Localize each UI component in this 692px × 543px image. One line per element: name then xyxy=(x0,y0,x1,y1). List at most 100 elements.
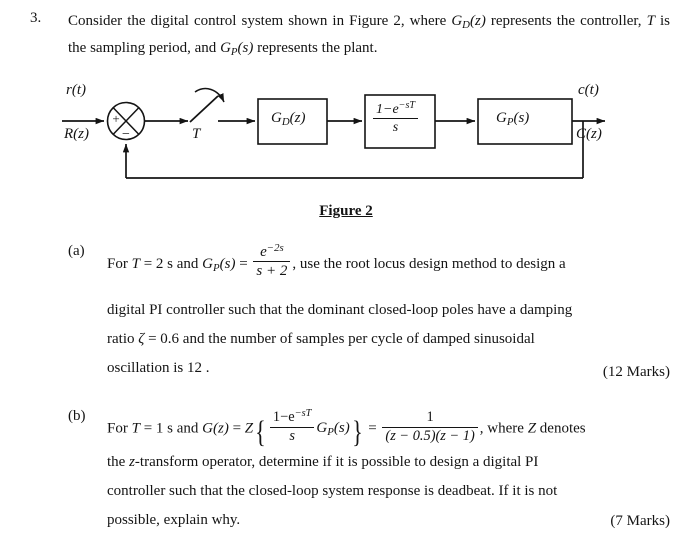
brace-close: } xyxy=(351,414,363,449)
part-b-result-numerator: 1 xyxy=(382,409,478,428)
plant-block-arg: (s) xyxy=(513,110,530,126)
controller-block-label: GD(z) xyxy=(271,110,305,128)
part-b-text-for: For xyxy=(107,420,132,437)
zoh-numerator: 1−e−sT xyxy=(373,100,418,119)
part-b-G-symbol: G(z) xyxy=(202,420,229,436)
part-b-equals-2: = xyxy=(364,420,381,437)
part-b-label: (b) xyxy=(68,408,86,424)
zoh-fraction: 1−e−sT s xyxy=(373,100,418,135)
summing-junction-circle xyxy=(106,101,146,141)
input-label-rt: r(t) xyxy=(66,82,86,98)
part-a-equals: = xyxy=(235,255,252,272)
summing-junction-x2 xyxy=(112,107,140,135)
part-b-zoh-denominator: s xyxy=(270,428,315,445)
zoh-numerator-text: 1−e xyxy=(376,101,399,117)
part-a-plant-num-e: e xyxy=(260,244,267,261)
brace-open: { xyxy=(255,414,266,449)
part-a-plant-den-text: s + 2 xyxy=(256,263,288,280)
block-diagram: + − r(t) R(z) T GD(z) 1−e−sT s GP(s) c(t… xyxy=(0,78,692,193)
part-b-the-text: the xyxy=(107,454,130,470)
part-b-gp-arg: (s) xyxy=(333,420,350,437)
part-a-plant-numerator: e−2s xyxy=(253,242,291,263)
part-b-marks: (7 Marks) xyxy=(610,513,670,529)
part-b-body: the z-transform operator, determine if i… xyxy=(107,448,670,535)
block-diagram-svg: + − xyxy=(62,87,606,179)
zoh-numerator-exponent: −sT xyxy=(398,100,415,111)
part-a-marks: (12 Marks) xyxy=(602,364,670,380)
output-label-cz: C(z) xyxy=(576,126,602,142)
plant-block-label: GP(s) xyxy=(496,110,529,128)
part-b-zoh-num-exponent: −sT xyxy=(294,408,312,419)
part-a-gp-letter: G xyxy=(202,255,213,272)
part-b-result-fraction: 1(z − 0.5)(z − 1) xyxy=(382,409,478,445)
stem-gd-symbol: GD(z) xyxy=(451,13,486,32)
part-b-body-line-2: controller such that the closed-loop sys… xyxy=(107,483,558,499)
part-a-T-value: = 2 s xyxy=(139,255,173,272)
part-b-result-denominator: (z − 0.5)(z − 1) xyxy=(382,428,477,445)
part-a-zeta-value: = 0.6 xyxy=(144,331,180,347)
part-a-body-line-1: digital PI controller such that the domi… xyxy=(107,302,573,318)
part-b-zoh-den-text: s xyxy=(289,427,295,444)
part-b-gp-letter: G xyxy=(316,420,328,437)
part-b-text-denotes: denotes xyxy=(536,420,586,437)
part-a-body-line-3: oscillation is 12 . xyxy=(107,360,210,376)
stem-text-2: represents the controller, xyxy=(485,13,647,29)
zoh-block-label: 1−e−sT s xyxy=(371,100,420,135)
part-a-gp-subscript: P xyxy=(213,261,220,274)
stem-gd-letter: G xyxy=(451,13,463,29)
summing-junction-plus-sign: + xyxy=(112,111,119,126)
stem-text-4: represents the plant. xyxy=(253,40,378,57)
part-b-Z-operator-2: Z xyxy=(527,420,537,437)
part-b-zoh-num-text: 1−e xyxy=(272,408,295,425)
part-b-equals-1: = xyxy=(228,420,245,437)
stem-gd-subscript: D xyxy=(462,19,470,32)
part-a-label: (a) xyxy=(68,243,85,259)
stem-text-1: Consider the digital control system show… xyxy=(68,13,452,29)
part-b-G-letter: G xyxy=(202,420,213,437)
stem-gp-symbol: GP(s) xyxy=(220,40,254,59)
part-b-z-symbol: z xyxy=(129,454,135,470)
part-b-result-den-text: (z − 0.5)(z − 1) xyxy=(385,427,475,444)
zoh-denominator: s xyxy=(392,119,399,135)
input-label-rz: R(z) xyxy=(64,126,89,142)
part-b-T-value: = 1 s xyxy=(139,420,173,437)
part-b-transform-text: -transform operator, determine if it is … xyxy=(134,454,539,470)
part-a-ratio-text: ratio xyxy=(107,331,139,347)
plant-block-letter: G xyxy=(496,110,507,126)
sampler-switch-arm xyxy=(189,95,219,123)
sampler-period-label: T xyxy=(192,126,201,142)
part-b-G-arg: (z) xyxy=(213,420,229,437)
part-b-Z-operator: Z xyxy=(244,420,254,437)
controller-block-letter: G xyxy=(271,110,282,126)
part-a-plant-num-exponent: −2s xyxy=(266,242,284,254)
part-a-T-symbol: T xyxy=(131,255,140,272)
part-a-text-for: For xyxy=(107,255,132,272)
part-b-text-and: and xyxy=(172,420,203,437)
summing-junction-minus-sign: − xyxy=(122,127,130,142)
controller-block-subscript: D xyxy=(281,116,290,129)
part-a-body-line-2: ratio ζ = 0.6 and the number of samples … xyxy=(107,325,670,354)
part-a-text-tail: , use the root locus design method to de… xyxy=(292,255,566,272)
part-b-T-symbol: T xyxy=(131,420,140,437)
plant-block-subscript: P xyxy=(506,116,514,129)
part-a-gp-symbol: GP(s) xyxy=(202,255,235,274)
part-b-zoh-numerator: 1−e−sT xyxy=(269,408,315,428)
part-a-body: digital PI controller such that the domi… xyxy=(107,296,670,383)
part-a-zeta-symbol: ζ xyxy=(138,331,145,347)
stem-gp-subscript: P xyxy=(230,46,238,59)
stem-gd-arg: (z) xyxy=(469,13,486,29)
part-a-plant-denominator: s + 2 xyxy=(253,262,290,279)
sampler-switch-arc xyxy=(194,87,225,103)
part-a-samples-text: and the number of samples per cycle of d… xyxy=(179,331,535,347)
part-b-body-line-3: possible, explain why. xyxy=(107,512,241,528)
output-label-ct: c(t) xyxy=(578,82,599,98)
part-b-gp-subscript: P xyxy=(327,426,334,439)
part-b-gp-symbol: GP(s) xyxy=(316,420,350,439)
question-stem: Consider the digital control system show… xyxy=(68,10,670,64)
stem-gp-arg: (s) xyxy=(237,40,254,57)
stem-text-3: is the sampling period, and xyxy=(68,13,670,57)
